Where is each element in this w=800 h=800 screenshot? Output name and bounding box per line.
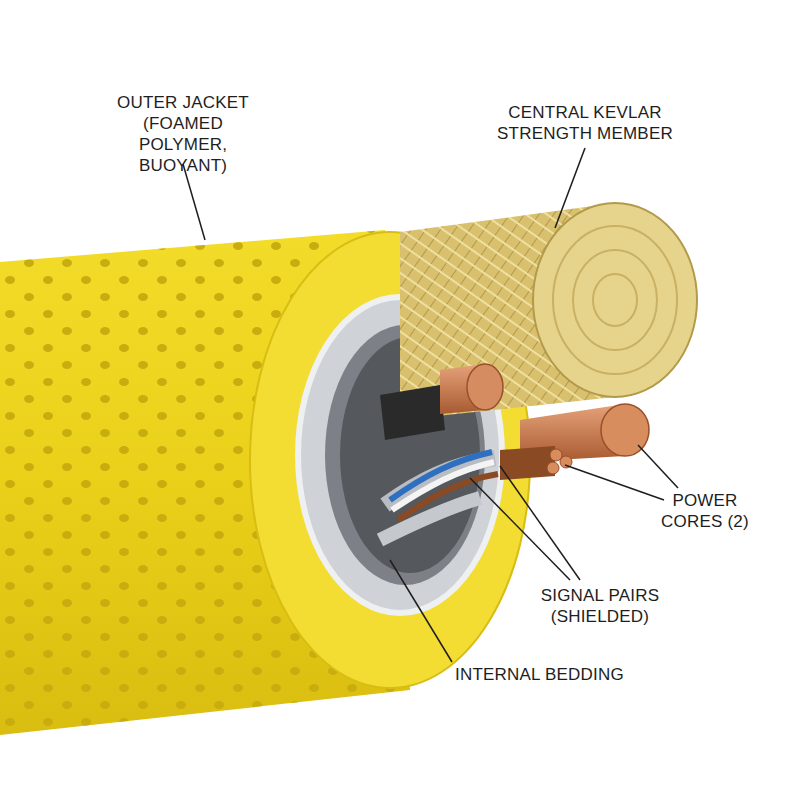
- part-label: POWER CORES (2): [640, 490, 770, 532]
- part-label: INTERNAL BEDDING: [455, 664, 624, 685]
- part-label: OUTER JACKET (FOAMED POLYMER, BUOYANT): [98, 92, 268, 176]
- part-label: CENTRAL KEVLAR STRENGTH MEMBER: [497, 102, 673, 144]
- part-label: SIGNAL PAIRS (SHIELDED): [520, 585, 680, 627]
